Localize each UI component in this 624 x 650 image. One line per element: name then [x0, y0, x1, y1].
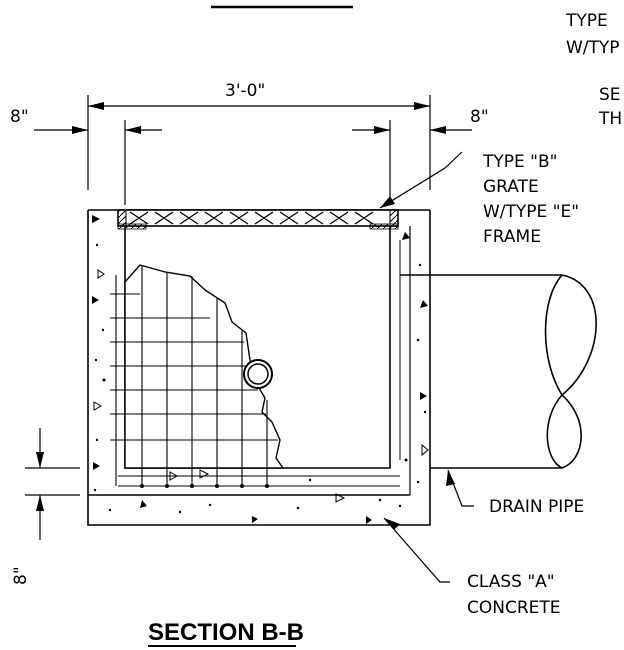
callout-drain-pipe: DRAIN PIPE [446, 469, 584, 517]
callout-drain-label: DRAIN PIPE [489, 497, 584, 517]
width-dimension: 3'-0" [87, 81, 431, 190]
callout-grate: TYPE "B" GRATE W/TYPE "E" FRAME [379, 151, 579, 247]
callout-concrete-line1: CLASS "A" [467, 572, 555, 592]
rebar-cutaway [110, 264, 400, 488]
callout-grate-line2: GRATE [483, 177, 539, 197]
drain-pipe [400, 274, 597, 469]
section-title: SECTION B-B [148, 619, 304, 646]
right-note-line2: TH [598, 109, 622, 129]
dim-bottom-slab-label: 8" [11, 566, 31, 585]
top-note-line2: W/TYP [566, 38, 620, 58]
callout-concrete-line2: CONCRETE [467, 598, 561, 618]
grate [117, 209, 399, 230]
callout-grate-line4: FRAME [483, 227, 541, 247]
right-note-line1: SE [599, 85, 621, 105]
concrete-aggregate [92, 215, 429, 524]
callout-grate-line1: TYPE "B" [482, 152, 557, 172]
slab-dimension: 8" [11, 428, 80, 585]
callout-grate-line3: W/TYPE "E" [483, 202, 579, 222]
wall-dimensions: 8" 8" [10, 107, 489, 205]
callout-concrete: CLASS "A" CONCRETE [383, 517, 561, 618]
top-note-line1: TYPE [565, 11, 608, 31]
dim-left-wall-label: 8" [10, 107, 29, 127]
dim-width-label: 3'-0" [225, 81, 265, 101]
dim-right-wall-label: 8" [470, 107, 489, 127]
